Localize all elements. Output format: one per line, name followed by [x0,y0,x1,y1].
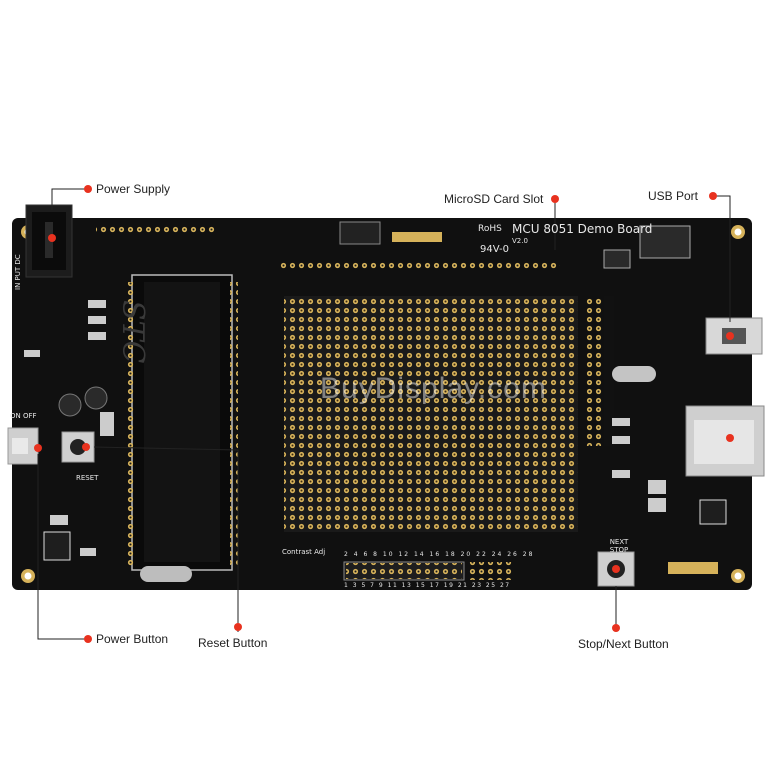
power-switch-silkscreen: ON OFF [10,412,37,420]
callout-dot [612,565,620,573]
callout-dot [726,332,734,340]
microsd-slot-label: MicroSD Card Slot [444,192,544,206]
board-version: V2.0 [512,237,528,245]
jumper-block [603,249,631,269]
callout-dot [34,444,42,452]
power-button-label: Power Button [96,632,169,646]
chip-label: STC [115,300,150,364]
power-supply-label: Power Supply [96,182,171,196]
header-bottom-numbers: 1 3 5 7 9 11 13 15 17 19 21 23 25 27 [344,582,511,589]
callout-dot [48,234,56,242]
reset-silkscreen: RESET [76,474,99,482]
crystal [140,566,192,582]
next-stop-silkscreen: NEXT STOP [609,538,629,554]
power-supply-dot [84,185,92,193]
usb-port-dot [709,192,717,200]
ul-mark: 94V-0 [480,244,509,255]
usb-port-label: USB Port [648,189,699,203]
watermark: BuyDisplay.com [320,372,547,405]
header-top-numbers: 2 4 6 8 10 12 14 16 18 20 22 24 26 28 [344,551,535,558]
stop-next-button-dot [612,624,620,632]
contrast-adj-silkscreen: Contrast Adj [282,548,326,556]
capacitor [58,393,82,417]
header-j2 [96,226,216,235]
jumper-block [639,225,691,259]
header-pins-top [339,221,381,245]
header-lcd [280,262,560,271]
board-title: MCU 8051 Demo Board [512,222,653,236]
input-dc-silkscreen: IN PUT DC [14,254,22,290]
rohs-mark: RoHS [478,224,502,234]
prototype-area [284,296,578,532]
callout-dot [82,443,90,451]
power-button-dot [84,635,92,643]
stop-next-button-label: Stop/Next Button [578,637,669,651]
reset-button-label: Reset Button [198,636,268,650]
header-right [586,296,604,446]
callout-lines [37,188,731,640]
capacitor [84,386,108,410]
callout-dot [726,434,734,442]
reset-button-dot [234,623,242,631]
microsd-slot-dot [551,195,559,203]
